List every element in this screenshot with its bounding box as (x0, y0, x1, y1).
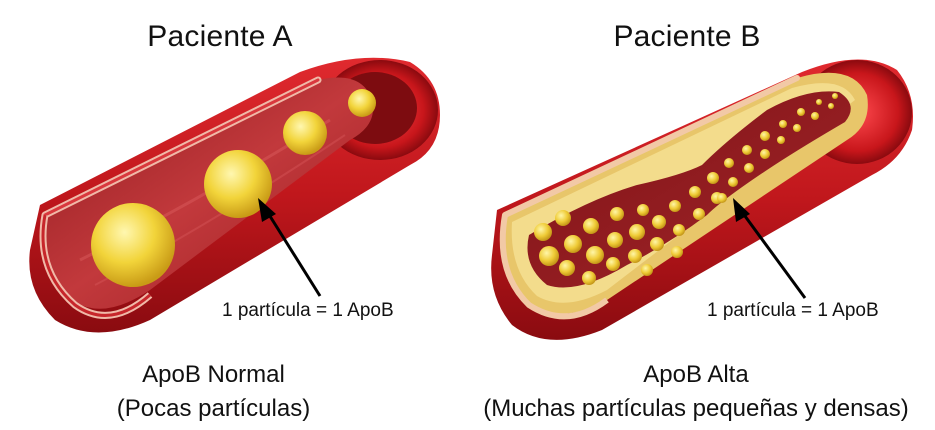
caption-b: ApoB Alta (Muchas partículas pequeñas y … (462, 358, 930, 426)
panel-patient-b: Paciente B (467, 0, 935, 430)
pointer-arrow-b (733, 198, 807, 299)
plaque-artery-illustration (491, 59, 913, 340)
particle-label-b: 1 partícula = 1 ApoB (707, 300, 879, 321)
panel-patient-a: Paciente A (0, 0, 467, 430)
caption-a-sub: (Pocas partículas) (116, 395, 311, 422)
patient-a-title: Paciente A (147, 20, 293, 53)
caption-b-sub: (Muchas partículas pequeñas y densas) (483, 395, 909, 422)
particle-label-a: 1 partícula = 1 ApoB (222, 300, 394, 321)
apob-particles-few (91, 89, 376, 287)
apob-particles-many (534, 93, 838, 285)
caption-a-main: ApoB Normal (142, 361, 285, 388)
pointer-arrow (258, 198, 322, 297)
normal-artery-illustration (29, 57, 441, 333)
caption-a: ApoB Normal (Pocas partículas) (0, 358, 447, 426)
patient-b-title: Paciente B (613, 20, 761, 53)
caption-b-main: ApoB Alta (643, 361, 749, 388)
